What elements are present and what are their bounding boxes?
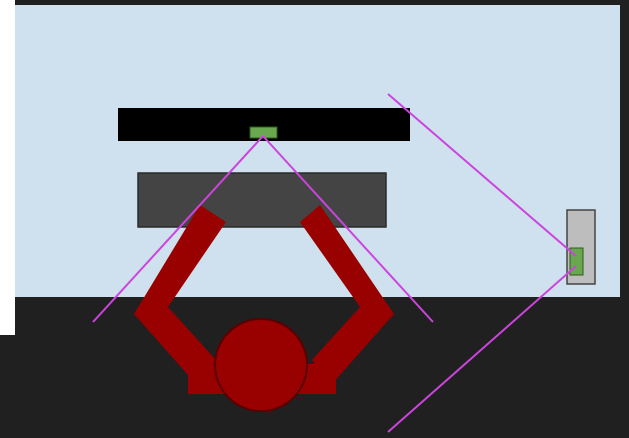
frame-right — [620, 0, 629, 438]
blank-corner — [0, 0, 15, 335]
side-view-line-lower — [387, 265, 577, 433]
desk — [137, 172, 387, 228]
blank-corner-lower — [0, 297, 15, 335]
user-left-arm — [134, 205, 226, 384]
user-head — [214, 318, 308, 412]
user-right-arm — [300, 205, 394, 384]
frame-top — [0, 0, 629, 5]
monitor-view-line-left — [92, 135, 264, 323]
monitor-view-line-right — [262, 135, 434, 323]
room-floor — [15, 5, 620, 297]
side-view-line-upper — [387, 93, 577, 257]
